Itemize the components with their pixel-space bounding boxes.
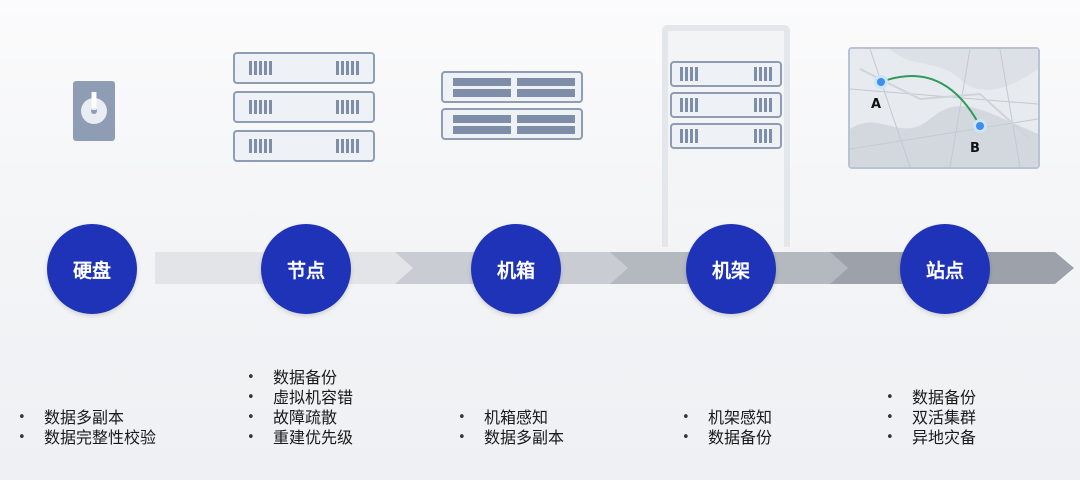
level-label: 站点 (925, 259, 964, 282)
feature-item: 数据备份 (884, 388, 976, 408)
feature-item: 故障疏散 (245, 408, 353, 428)
server-unit (233, 52, 375, 84)
rack-unit (670, 92, 782, 118)
site-map-icon: A B (848, 47, 1040, 169)
feature-item: 数据多副本 (16, 408, 156, 428)
route-line (880, 75, 981, 127)
feature-list-site: 数据备份 双活集群 异地灾备 (884, 388, 976, 448)
feature-item: 双活集群 (884, 408, 976, 428)
chassis-unit (441, 108, 583, 140)
level-circle-chassis: 机箱 (471, 224, 561, 314)
feature-list-node: 数据备份 虚拟机容错 故障疏散 重建优先级 (245, 368, 353, 448)
feature-item: 数据备份 (245, 368, 353, 388)
site-b-label: B (970, 141, 980, 156)
feature-item: 机箱感知 (456, 408, 564, 428)
hard-disk-icon (73, 81, 115, 141)
server-unit (233, 130, 375, 162)
level-circle-site: 站点 (900, 224, 990, 314)
feature-item: 数据多副本 (456, 428, 564, 448)
feature-list-chassis: 机箱感知 数据多副本 (456, 408, 564, 448)
feature-item: 数据备份 (680, 428, 772, 448)
level-label: 机箱 (496, 259, 535, 282)
level-label: 节点 (286, 259, 325, 282)
level-label: 硬盘 (72, 259, 111, 282)
level-circle-node: 节点 (261, 224, 351, 314)
map-terrain (850, 49, 1038, 167)
server-unit (233, 91, 375, 123)
level-circle-rack: 机架 (686, 224, 776, 314)
feature-item: 异地灾备 (884, 428, 976, 448)
feature-item: 数据完整性校验 (16, 428, 156, 448)
rack-unit (670, 123, 782, 149)
feature-list-rack: 机架感知 数据备份 (680, 408, 772, 448)
feature-item: 重建优先级 (245, 428, 353, 448)
chassis-unit (441, 71, 583, 103)
feature-item: 机架感知 (680, 408, 772, 428)
rack-unit (670, 61, 782, 87)
feature-item: 虚拟机容错 (245, 388, 353, 408)
level-circle-disk: 硬盘 (47, 224, 137, 314)
level-label: 机架 (711, 259, 750, 282)
site-a-label: A (871, 97, 882, 112)
feature-list-disk: 数据多副本 数据完整性校验 (16, 408, 156, 448)
